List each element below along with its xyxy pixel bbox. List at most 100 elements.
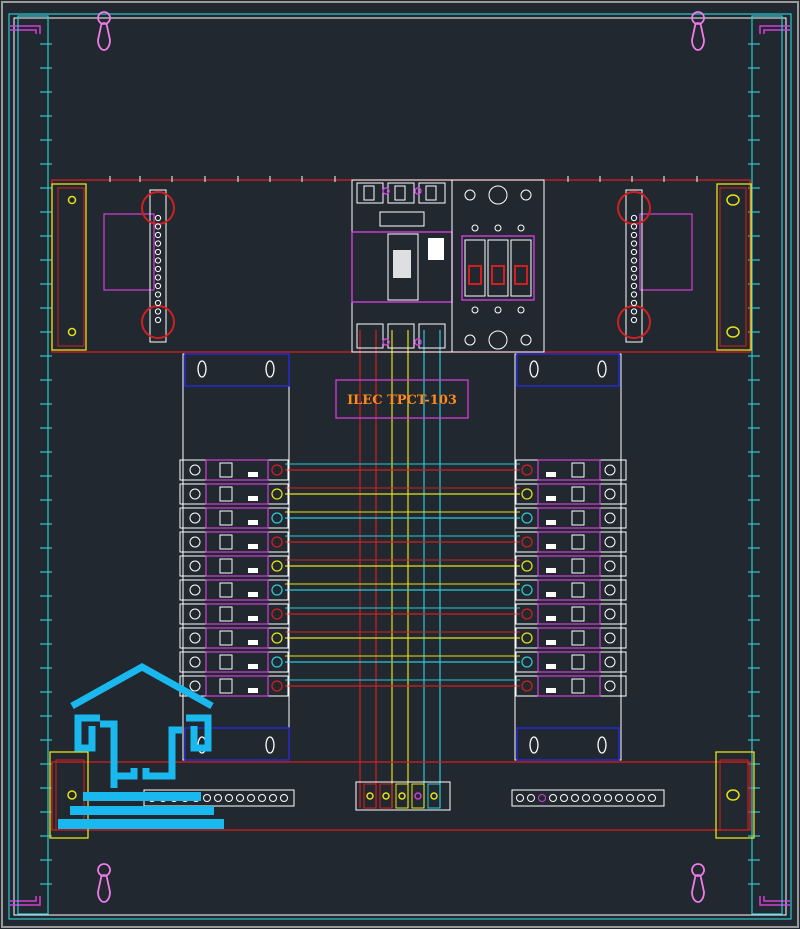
bar-stud <box>154 282 162 290</box>
terminal-stud <box>203 794 211 802</box>
bus-lug-bolt <box>398 792 406 800</box>
bus-lug <box>411 783 425 809</box>
breaker-screw <box>521 464 533 476</box>
breaker-tab <box>248 568 258 573</box>
breaker-screw <box>521 632 533 644</box>
breaker-handle <box>219 630 233 646</box>
breaker-handle <box>571 462 585 478</box>
breaker-tab <box>546 472 556 477</box>
breaker-icon <box>179 675 289 697</box>
breaker-screw <box>604 656 616 668</box>
breaker-tab <box>546 592 556 597</box>
terminal-stud <box>225 794 233 802</box>
breaker-frame <box>205 555 269 577</box>
breaker-screw <box>521 536 533 548</box>
breaker-frame <box>205 579 269 601</box>
breaker-screw <box>521 608 533 620</box>
breaker-icon <box>515 651 627 673</box>
keyhole-mount-icon <box>97 11 111 51</box>
bar-stud <box>630 257 638 264</box>
breaker-icon <box>179 483 289 505</box>
terminal-stud <box>615 794 623 802</box>
bar-stud <box>154 316 162 324</box>
bar-stud <box>630 248 638 256</box>
bar-stud <box>154 240 162 247</box>
breaker-screw <box>604 464 616 476</box>
breaker-icon <box>179 603 289 625</box>
vertical-bus-bars <box>154 214 638 808</box>
panel-label-box <box>335 379 469 419</box>
terminal-stud <box>247 794 255 802</box>
breaker-frame <box>205 483 269 505</box>
breaker-icon <box>515 531 627 553</box>
bar-stud <box>154 291 162 298</box>
keyhole-mount-icon <box>691 863 705 903</box>
breaker-icon <box>515 459 627 481</box>
breaker-icon <box>179 555 289 577</box>
breaker-tab <box>546 640 556 645</box>
bar-stud <box>154 223 162 230</box>
bar-stud <box>630 265 638 273</box>
terminal-stud <box>604 794 612 802</box>
terminal-stud <box>269 794 277 802</box>
breaker-frame <box>537 627 601 649</box>
breaker-frame <box>537 483 601 505</box>
bar-stud <box>630 274 638 281</box>
panel-label: ILEC TPCT-103 <box>347 393 457 408</box>
breaker-handle <box>571 510 585 526</box>
terminal-stud <box>648 794 656 802</box>
breaker-handle <box>571 558 585 574</box>
terminal-stud <box>236 794 244 802</box>
breaker-handle <box>219 462 233 478</box>
breaker-icon <box>515 627 627 649</box>
bar-stud <box>154 214 162 222</box>
breaker-handle <box>219 534 233 550</box>
breaker-handle <box>571 582 585 598</box>
bus-lug <box>379 783 393 809</box>
breaker-tab <box>248 664 258 669</box>
breaker-screw <box>271 608 283 620</box>
breaker-screw <box>604 488 616 500</box>
bar-stud <box>154 299 162 307</box>
breaker-screw <box>271 488 283 500</box>
breaker-frame <box>537 459 601 481</box>
breaker-screw <box>189 584 201 596</box>
breaker-icon <box>179 579 289 601</box>
bar-stud <box>630 282 638 290</box>
breaker-screw <box>604 560 616 572</box>
breaker-icon <box>179 651 289 673</box>
breaker-tab <box>248 472 258 477</box>
breaker-frame <box>205 507 269 529</box>
terminal-stud <box>626 794 634 802</box>
breaker-tab <box>248 688 258 693</box>
keyhole-mounts <box>97 11 705 903</box>
breaker-frame <box>205 675 269 697</box>
breaker-screw <box>189 488 201 500</box>
bar-stud <box>154 274 162 281</box>
breaker-screw <box>604 680 616 692</box>
bar-stud <box>154 265 162 273</box>
breaker-screw <box>271 584 283 596</box>
bar-stud <box>154 308 162 315</box>
breaker-frame <box>537 603 601 625</box>
breaker-handle <box>219 510 233 526</box>
breaker-screw <box>189 680 201 692</box>
main-breaker <box>351 179 453 353</box>
keyhole-mount-icon <box>691 11 705 51</box>
bus-lug-bolt <box>366 792 374 800</box>
bar-stud <box>630 223 638 230</box>
breaker-tab <box>546 496 556 501</box>
breaker-screw <box>189 464 201 476</box>
breaker-icon <box>515 507 627 529</box>
breaker-handle <box>219 678 233 694</box>
breaker-screw <box>604 536 616 548</box>
breaker-frame <box>205 627 269 649</box>
breaker-screw <box>521 680 533 692</box>
breaker-tab <box>248 544 258 549</box>
breaker-tab <box>248 592 258 597</box>
breaker-screw <box>189 512 201 524</box>
breaker-frame <box>537 651 601 673</box>
bottom-terminals <box>148 783 656 809</box>
breaker-screw <box>189 656 201 668</box>
breaker-screw <box>521 584 533 596</box>
